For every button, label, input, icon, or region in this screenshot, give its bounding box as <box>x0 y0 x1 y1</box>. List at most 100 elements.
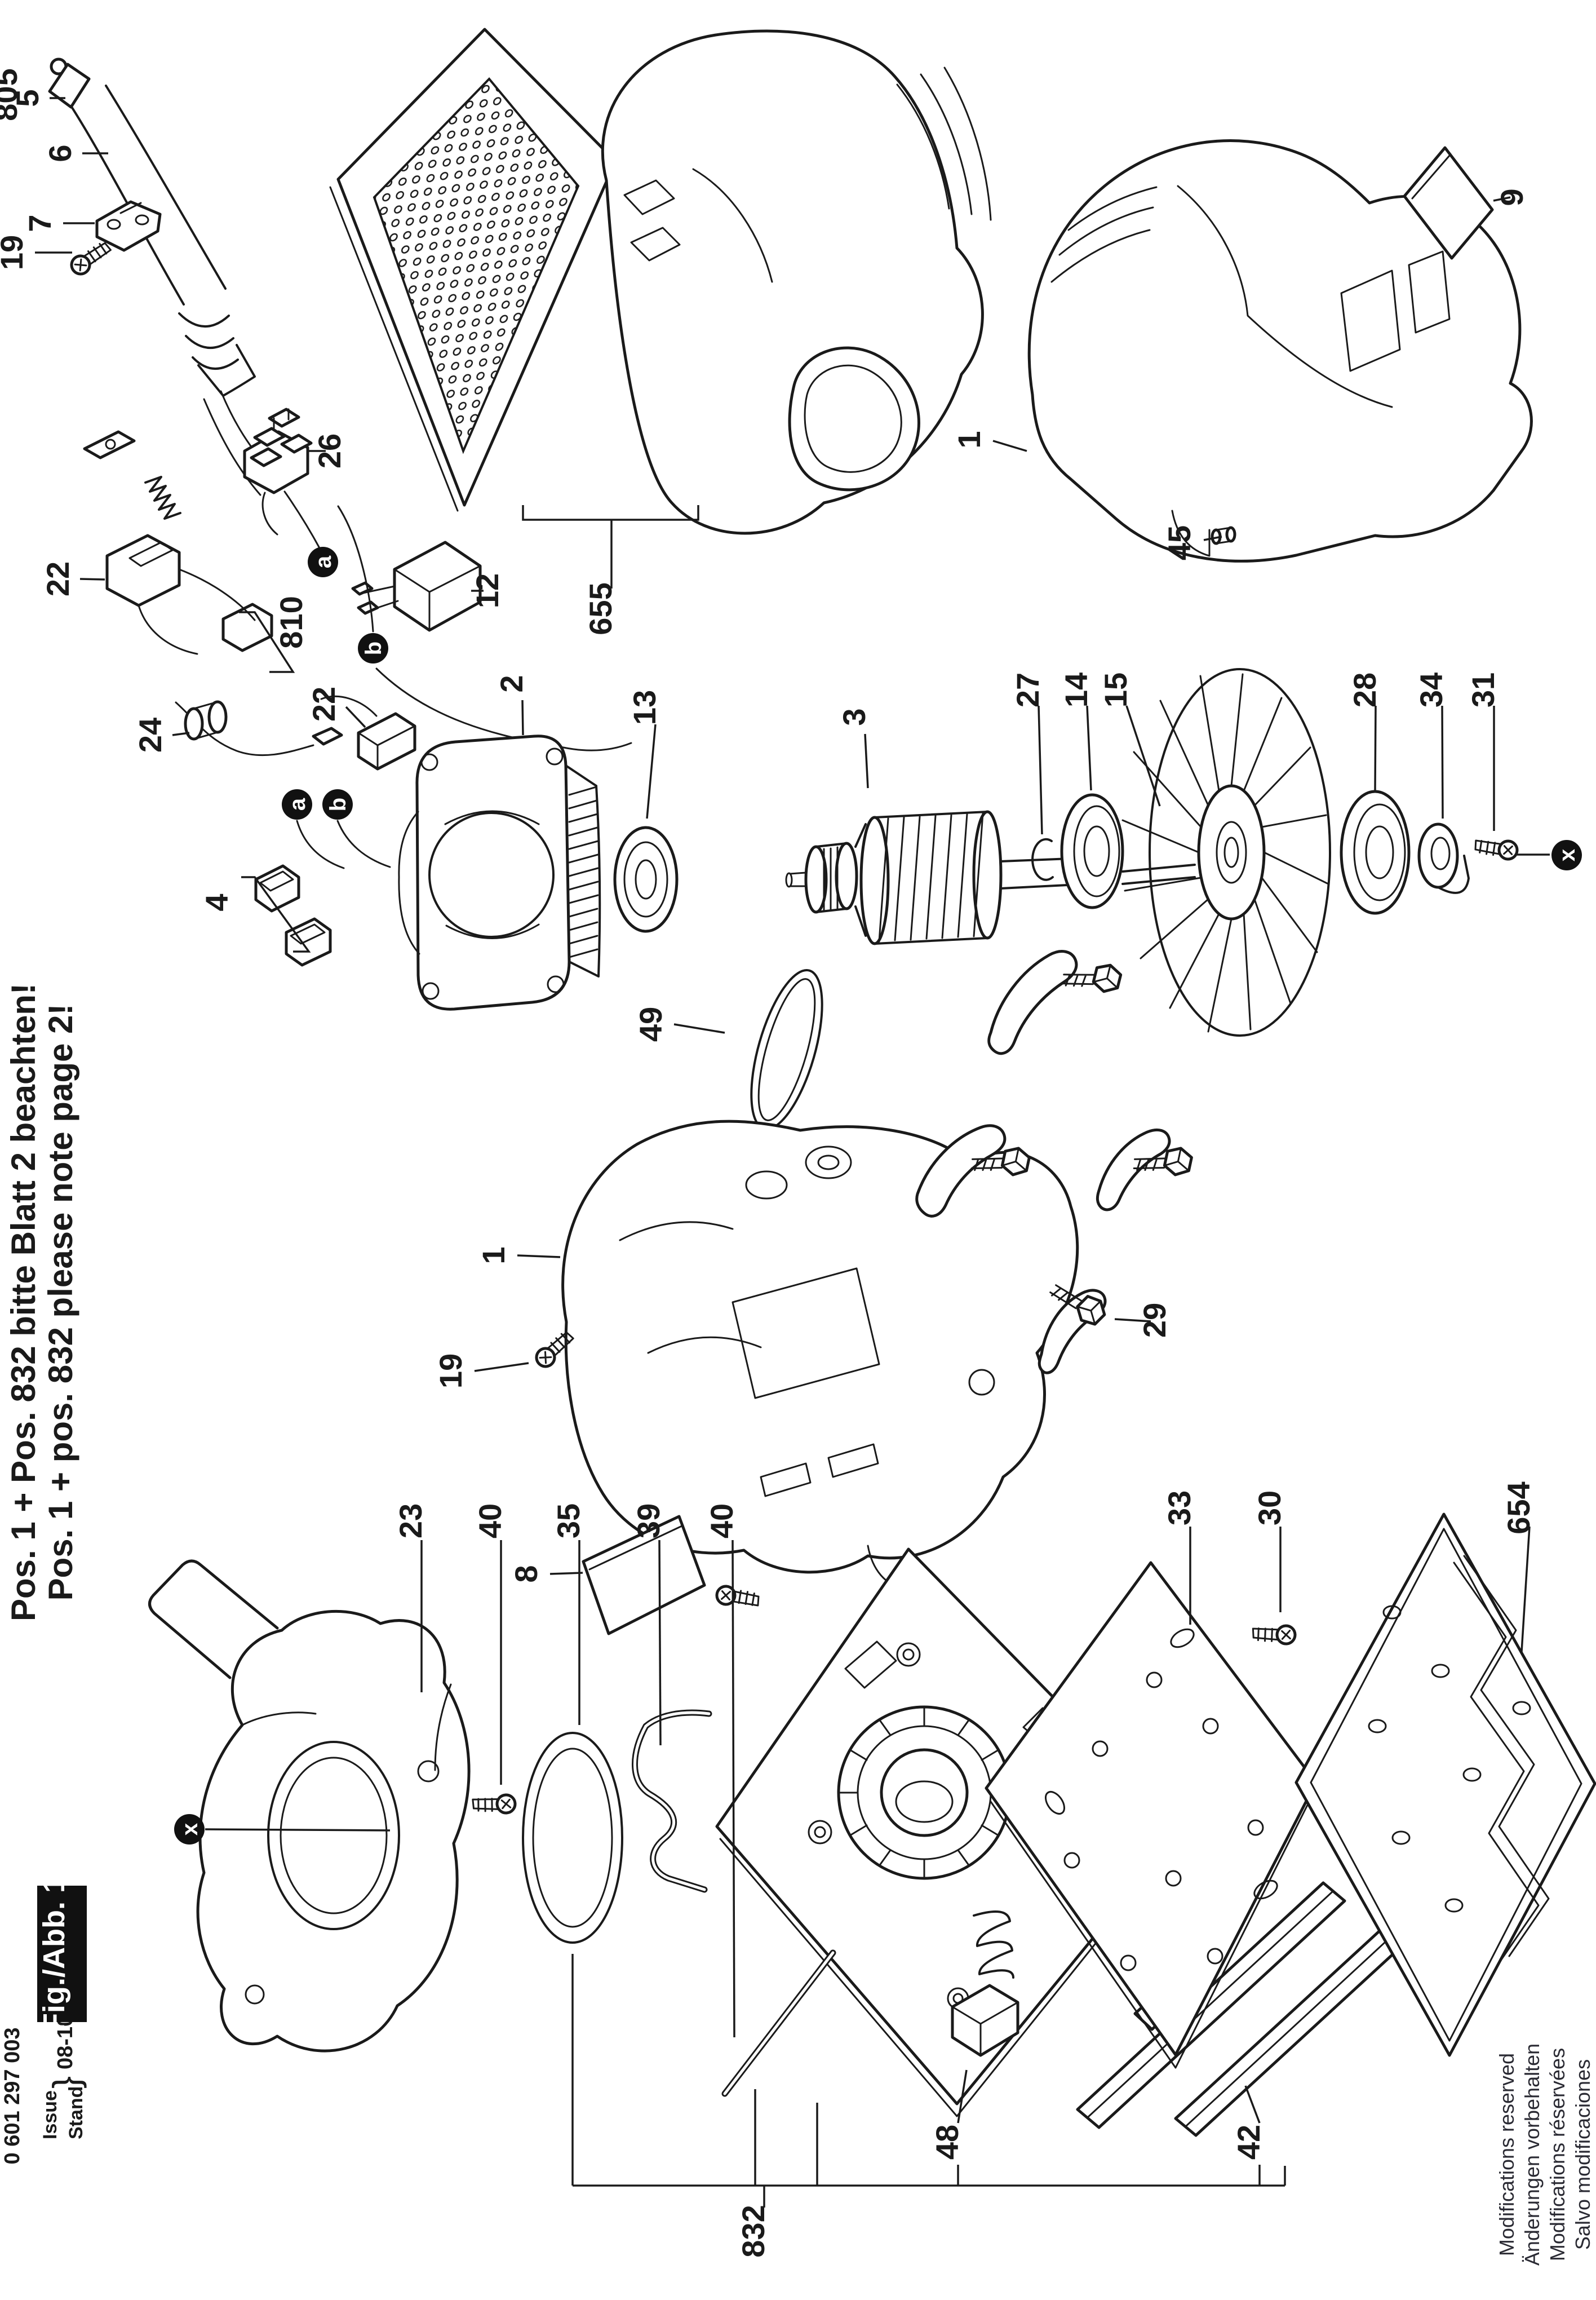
part-callout-14: 14 <box>1058 673 1094 707</box>
part-callout-48: 48 <box>929 2125 965 2160</box>
part-callout-9: 9 <box>1494 188 1530 206</box>
screw-40-right-drawing <box>716 1586 759 1607</box>
part-callout-35: 35 <box>551 1503 586 1538</box>
leader-line <box>1441 705 1444 819</box>
leader-line <box>241 876 311 953</box>
screw-30-drawing <box>1253 1625 1296 1646</box>
leader-line <box>673 1023 725 1034</box>
figure-badge-label: Fig./Abb. 1 <box>37 1876 71 2032</box>
part-callout-655: 655 <box>583 582 618 635</box>
issue-label: Issue <box>39 2090 61 2139</box>
part-callout-45: 45 <box>1161 525 1197 560</box>
footer-line-es: Salvo modificaciones <box>1571 2059 1594 2250</box>
letter-circle-x: x <box>1551 840 1582 870</box>
letter-circle-b: b <box>358 633 388 664</box>
brush-holder-group-drawing <box>83 430 273 655</box>
letter-circle-label: b <box>361 642 386 655</box>
leader-line <box>732 1540 735 2038</box>
part-callout-13: 13 <box>627 690 662 725</box>
part-callout-22: 22 <box>40 561 76 596</box>
bearing-13-drawing <box>613 826 679 933</box>
sanding-pad-drawing <box>1294 1512 1596 2057</box>
letter-circle-label: b <box>326 798 351 811</box>
seal-ring-35-drawing <box>522 1732 623 1944</box>
part-callout-33: 33 <box>1161 1490 1197 1525</box>
seal-ring-49-drawing <box>750 968 823 1131</box>
dust-box-shell-drawing <box>601 29 992 535</box>
leader-line <box>549 1572 583 1575</box>
insulator-drawing <box>1417 822 1470 894</box>
part-callout-8: 8 <box>508 1565 544 1582</box>
footer-line-de: Änderungen vorbehalten <box>1520 2044 1544 2266</box>
leader-line <box>992 440 1027 452</box>
switch-caps-drawing <box>254 864 332 967</box>
letter-circle-label: a <box>285 798 310 811</box>
cable-clamp-drawing <box>95 200 162 252</box>
brush-right-drawing <box>320 695 416 771</box>
part-callout-49: 49 <box>633 1007 668 1042</box>
part-callout-7: 7 <box>22 214 57 232</box>
leader-line <box>864 733 869 789</box>
part-callout-27: 27 <box>1010 673 1045 707</box>
part-callout-1: 1 <box>951 431 987 448</box>
document-number: 0 601 297 003 <box>1 2027 24 2164</box>
letter-circle-label: x <box>178 1823 202 1835</box>
part-callout-28: 28 <box>1347 673 1382 707</box>
screw-40-left-drawing <box>473 1794 516 1816</box>
backing-plate-drawing <box>985 1561 1318 2069</box>
leader-line <box>1114 1318 1151 1322</box>
side-note-english: Pos. 1 + pos. 832 please note page 2! <box>42 1004 79 1601</box>
part-callout-40: 40 <box>472 1503 508 1538</box>
leader-line <box>345 706 366 728</box>
pin-45-drawing <box>1211 526 1236 545</box>
bearing-28-drawing <box>1340 790 1411 915</box>
part-callout-5: 5 <box>10 89 45 107</box>
leader-line <box>1203 536 1222 541</box>
leader-line <box>658 1540 662 1746</box>
circlip-drawing <box>1031 838 1054 881</box>
part-callout-34: 34 <box>1413 673 1449 707</box>
wiring-lower-drawing <box>296 820 391 869</box>
part-callout-19: 19 <box>433 1354 468 1388</box>
leader-line <box>1038 705 1043 835</box>
part-callout-3: 3 <box>836 708 872 726</box>
part-callout-40: 40 <box>704 1503 739 1538</box>
footer-line-en: Modifications reserved <box>1495 2053 1518 2256</box>
leader-line <box>517 1254 561 1258</box>
bearing-14-drawing <box>1060 793 1124 909</box>
part-callout-12: 12 <box>469 573 505 608</box>
issue-brace: } <box>45 2076 87 2089</box>
leader-line <box>1086 705 1092 791</box>
part-callout-15: 15 <box>1098 673 1133 707</box>
dust-box-drawing <box>329 28 617 512</box>
leader-line <box>474 1362 529 1372</box>
artwork <box>48 28 1596 2137</box>
part-callout-22: 22 <box>306 687 342 722</box>
footer-line-fr: Modifications réservées <box>1546 2048 1569 2261</box>
leader-line <box>957 2069 968 2124</box>
housing-lower-drawing <box>561 1120 1079 1590</box>
clamp-levers-drawing <box>915 950 1193 1374</box>
leader-line <box>1244 2085 1261 2124</box>
screw-19-top-drawing <box>68 237 111 277</box>
label-sticker-drawing <box>1403 146 1494 260</box>
leader-line <box>239 611 295 673</box>
pad-8-drawing <box>582 1515 706 1635</box>
letter-circle-a: a <box>282 789 312 820</box>
part-callout-810: 810 <box>273 596 309 648</box>
leader-line <box>205 1828 391 1832</box>
side-note-german: Pos. 1 + Pos. 832 bitte Blatt 2 beachten… <box>5 983 42 1621</box>
part-callout-42: 42 <box>1231 2125 1266 2160</box>
leader-line <box>1493 196 1511 202</box>
connector-block-drawing <box>243 408 313 536</box>
leader-line <box>1520 1526 1531 1652</box>
part-callout-31: 31 <box>1465 673 1501 707</box>
leader-line <box>1374 705 1377 791</box>
fan-shaft-drawing <box>1121 864 1196 885</box>
part-callout-6: 6 <box>42 144 78 162</box>
leader-line <box>521 700 524 736</box>
part-callout-4: 4 <box>199 894 234 911</box>
